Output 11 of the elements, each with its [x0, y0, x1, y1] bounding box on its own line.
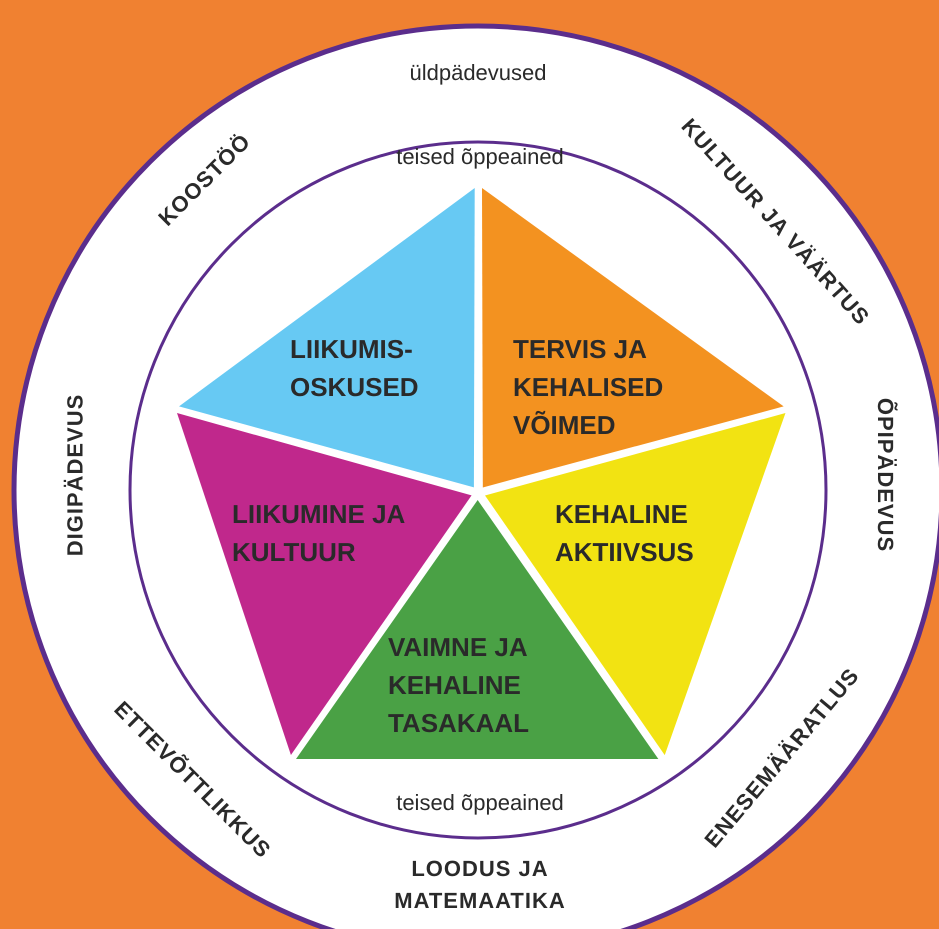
ring-label: ÕPIPÄDEVUS	[872, 398, 898, 552]
segment-label: KEHALINE AKTIIVSUS	[554, 498, 695, 569]
segment-label: VAIMNE JA KEHALINE TASAKAAL	[388, 631, 530, 740]
segment-label: TERVIS JA KEHALISED VÕIMED	[512, 332, 664, 442]
segment-label: LIIKUMIS- OSKUSED	[290, 332, 420, 404]
ring-caption: üldpädevused	[409, 60, 546, 86]
ring-label: LOODUS JA MATEMAATIKA	[393, 855, 567, 915]
segment-label: LIIKUMINE JA KULTUUR	[232, 498, 406, 569]
ring-caption: teised õppeained	[396, 144, 564, 170]
ring-caption: teised õppeained	[396, 790, 564, 816]
ring-label: DIGIPÄDEVUS	[62, 394, 88, 556]
